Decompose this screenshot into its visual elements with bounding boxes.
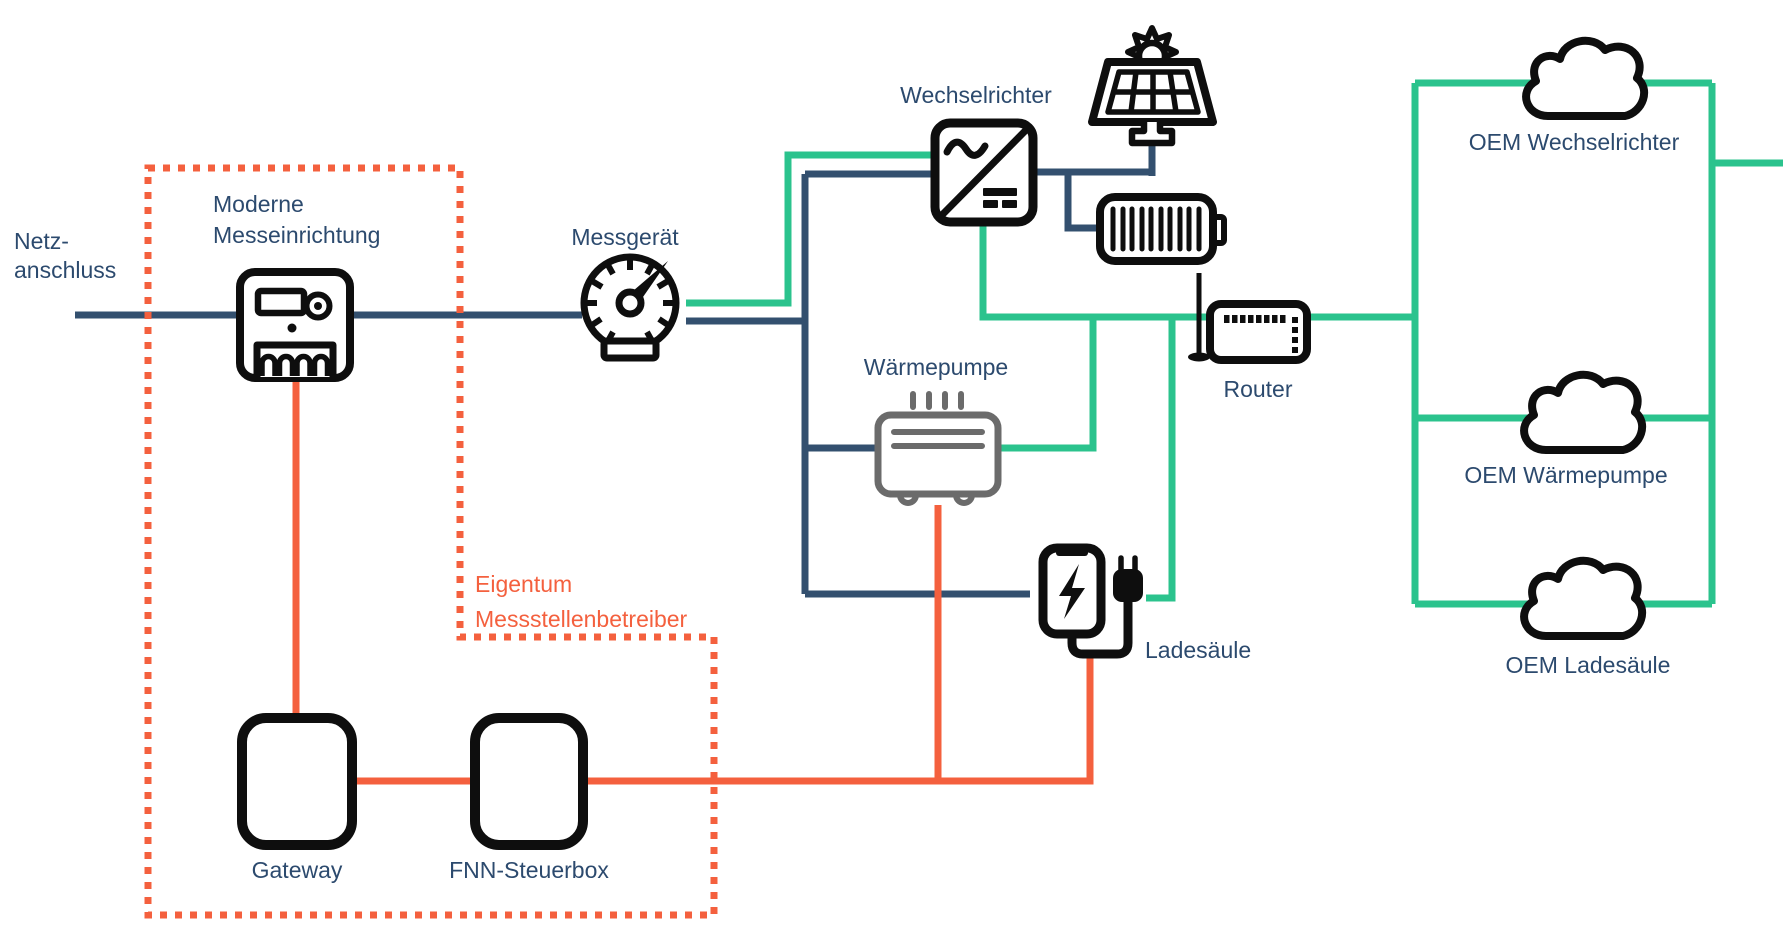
label-netzanschluss: Netz- anschluss	[14, 228, 117, 283]
label-gateway: Gateway	[251, 857, 343, 883]
label-ladesaeule: Ladesäule	[1145, 637, 1252, 663]
cloud-icon	[1520, 370, 1647, 454]
inverter-icon	[930, 118, 1038, 227]
label-fnn-steuerbox: FNN-Steuerbox	[449, 857, 609, 883]
label-oem-ladesaeule: OEM Ladesäule	[1505, 652, 1671, 678]
label-oem-wechselrichter: OEM Wechselrichter	[1468, 129, 1680, 155]
smart-meter-icon	[236, 268, 354, 382]
cloud-icon	[1522, 36, 1649, 120]
label-moderne-messeinrichtung: Moderne Messeinrichtung	[213, 191, 381, 248]
control-lines-orange	[292, 374, 1094, 785]
solar-panel-icon	[1088, 25, 1217, 147]
heat-pump-icon	[874, 391, 1002, 506]
msb-region-border	[144, 164, 718, 919]
label-oem-waermepumpe: OEM Wärmepumpe	[1464, 462, 1668, 488]
gauge-icon	[580, 253, 680, 362]
oem-clouds	[1520, 36, 1649, 640]
label-waermepumpe: Wärmepumpe	[863, 354, 1009, 380]
gateway-box-icon	[237, 713, 357, 850]
cloud-icon	[1520, 556, 1647, 640]
label-wechselrichter: Wechselrichter	[900, 82, 1052, 108]
battery-icon	[1096, 193, 1227, 265]
steuerbox-box-icon	[470, 713, 588, 850]
label-eigentum-messstellenbetreiber: Eigentum Messstellenbetreiber	[475, 571, 688, 632]
label-router: Router	[1223, 376, 1293, 402]
label-messgeraet: Messgerät	[571, 224, 679, 250]
plug-icon	[1113, 569, 1143, 602]
router-icon	[1188, 273, 1311, 364]
ev-charger-icon	[1038, 543, 1143, 659]
